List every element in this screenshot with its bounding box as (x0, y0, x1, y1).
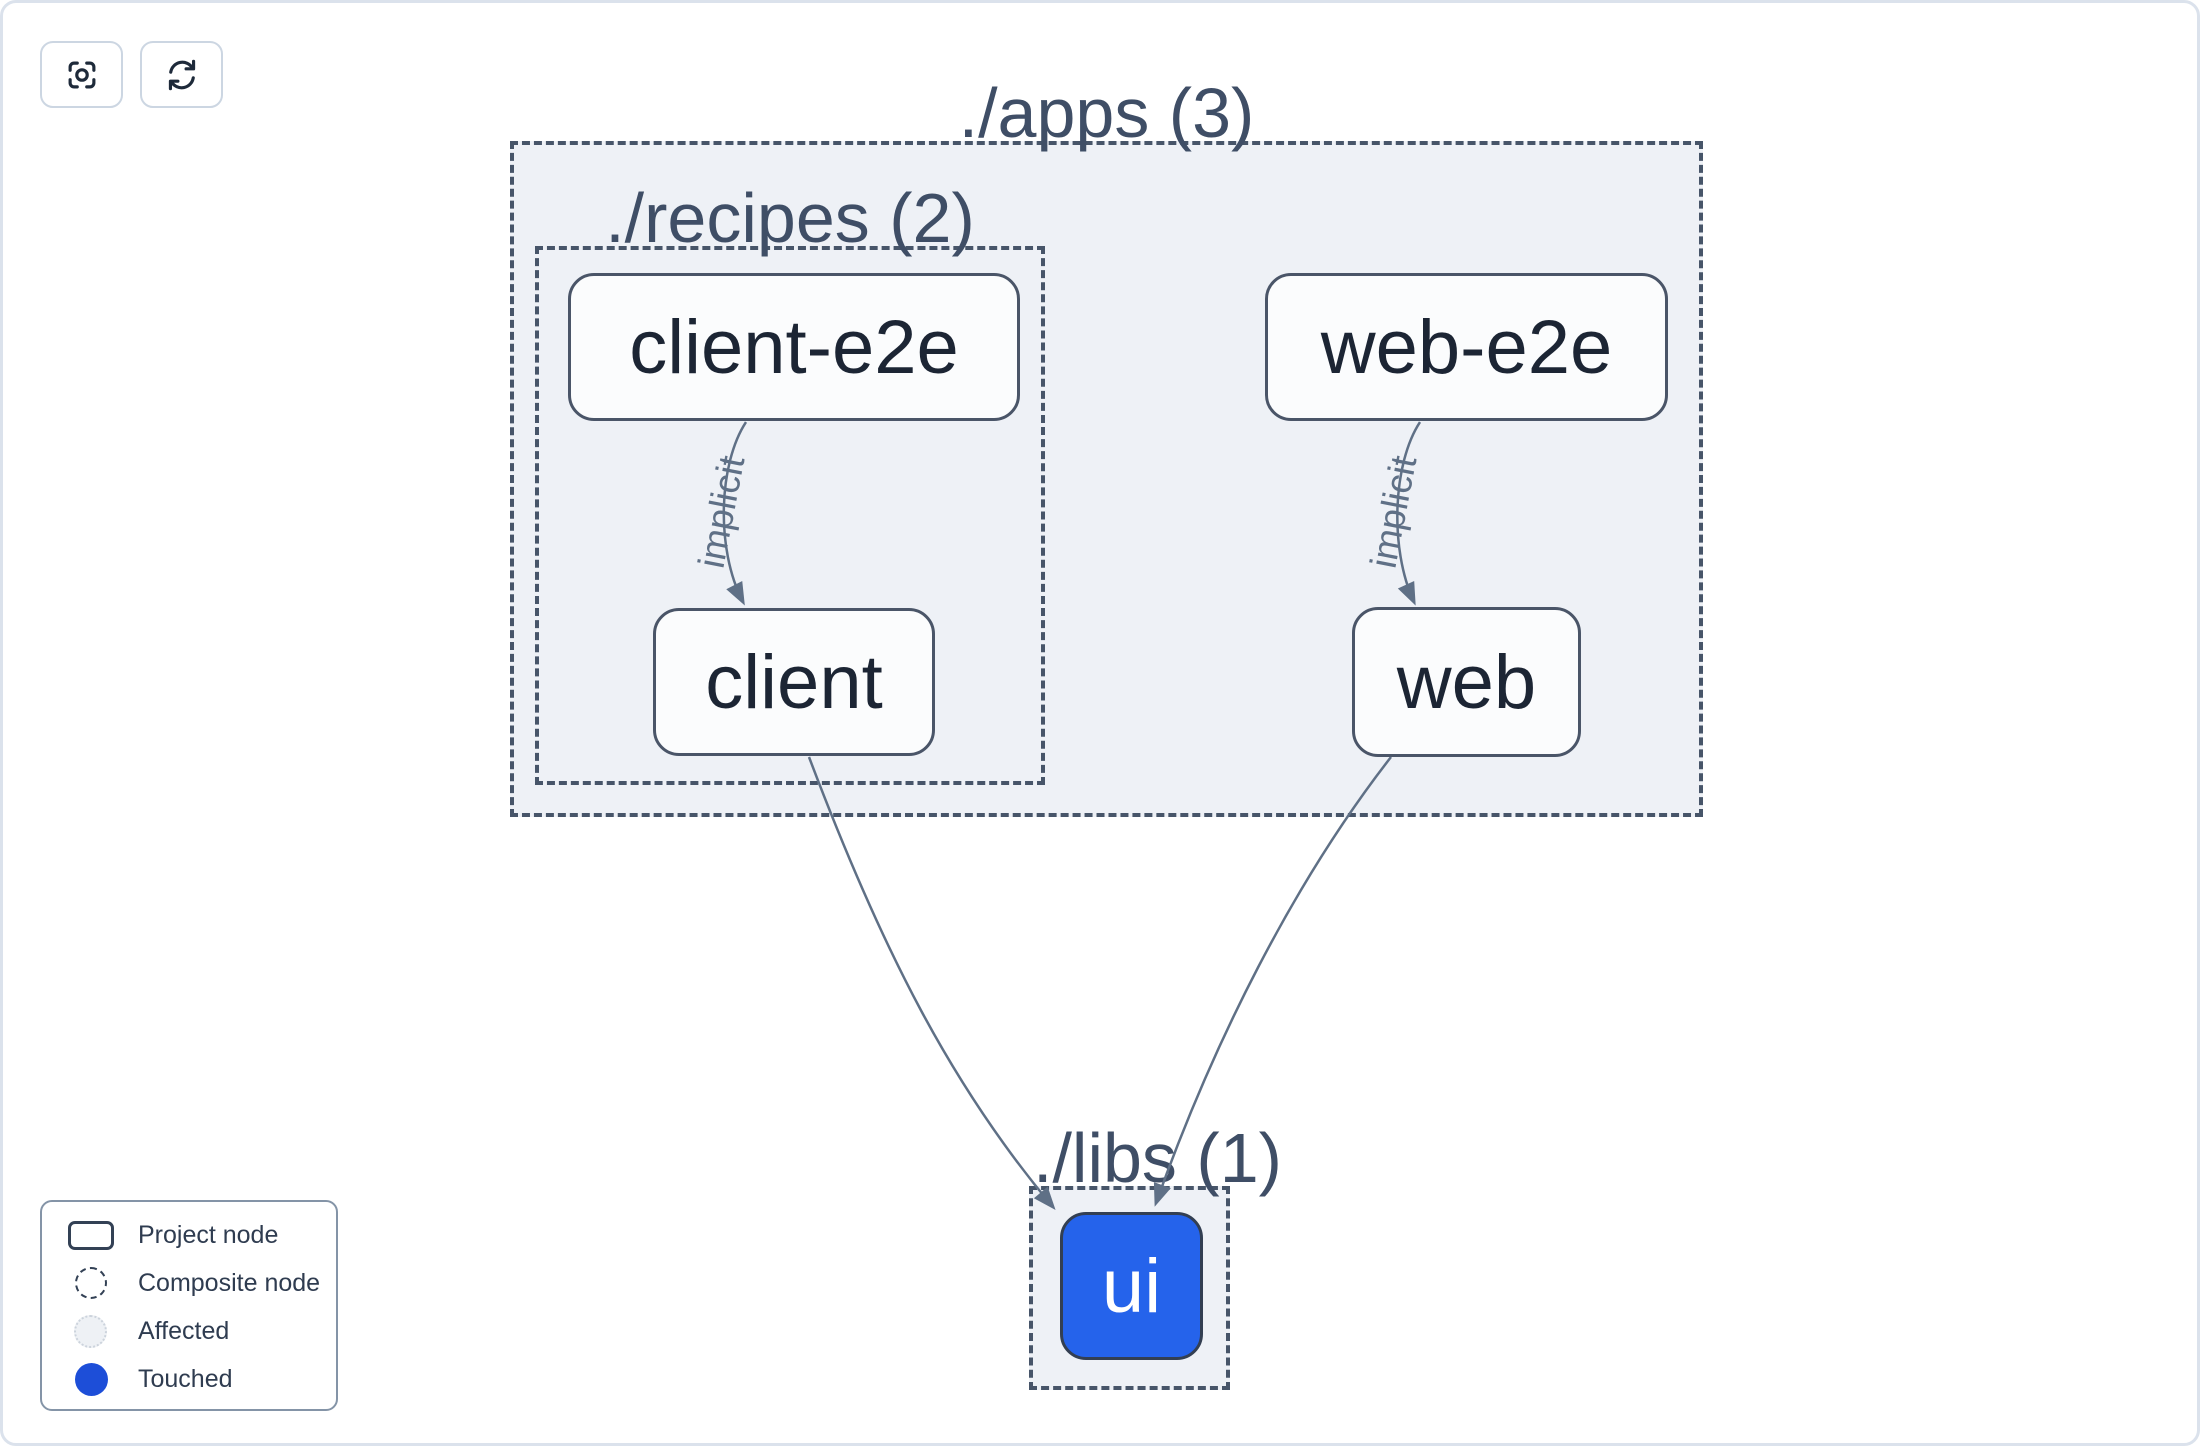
node-label: ui (1101, 1243, 1162, 1329)
graph-toolbar (40, 41, 223, 108)
edge-client-to-ui[interactable] (807, 756, 1056, 1211)
legend-label: Project node (138, 1220, 279, 1249)
refresh-button[interactable] (140, 41, 223, 108)
refresh-icon (168, 59, 195, 90)
legend-item-project-node: Project node (68, 1211, 336, 1259)
node-label: client (705, 639, 883, 725)
edge-web-e2e-to-web[interactable] (1396, 421, 1422, 606)
legend: Project node Composite node Affected Tou… (40, 1200, 338, 1411)
composite-title-libs: ./libs (1) (1033, 1119, 1282, 1197)
node-label: web-e2e (1320, 304, 1613, 390)
composite-node-swatch (68, 1267, 138, 1299)
legend-label: Touched (138, 1364, 233, 1393)
node-label: client-e2e (629, 304, 959, 390)
composite-title-apps: ./apps (3) (958, 74, 1255, 152)
node-client-e2e[interactable]: client-e2e (568, 273, 1020, 421)
node-web[interactable]: web (1352, 607, 1581, 757)
touched-swatch (68, 1362, 138, 1396)
affected-swatch (68, 1314, 138, 1348)
edge-client-e2e-to-client[interactable] (722, 421, 748, 606)
node-ui-touched[interactable]: ui (1060, 1212, 1203, 1360)
zoom-to-fit-button[interactable] (40, 41, 123, 108)
edge-web-to-ui[interactable] (1153, 756, 1392, 1207)
legend-label: Affected (138, 1316, 230, 1345)
node-client[interactable]: client (653, 608, 935, 756)
focus-icon (68, 61, 95, 88)
node-label: web (1396, 639, 1537, 725)
legend-item-composite-node: Composite node (68, 1259, 336, 1307)
edges-layer (722, 421, 1422, 1211)
legend-item-touched: Touched (68, 1355, 336, 1403)
legend-item-affected: Affected (68, 1307, 336, 1355)
project-node-swatch (68, 1220, 138, 1250)
node-web-e2e[interactable]: web-e2e (1265, 273, 1668, 421)
legend-label: Composite node (138, 1268, 321, 1297)
